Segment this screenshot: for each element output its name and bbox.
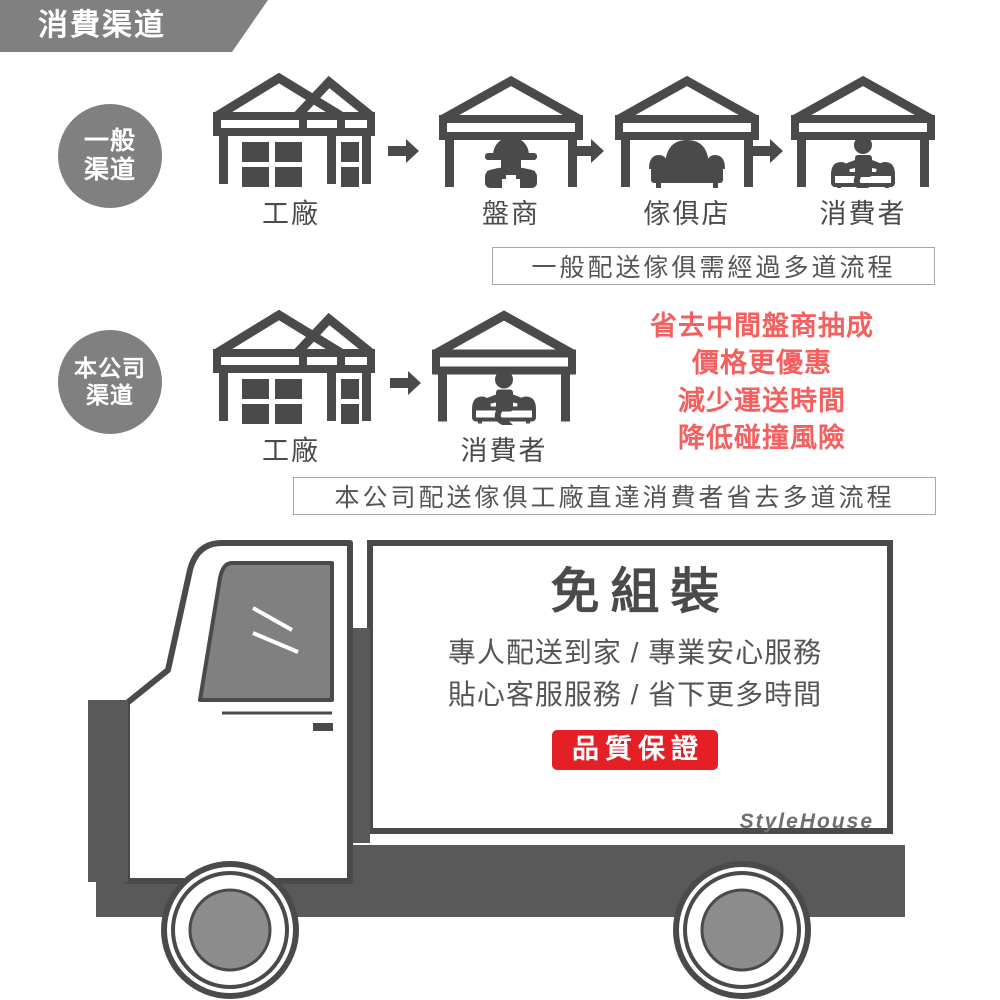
- consumer-icon: [791, 75, 935, 188]
- caption-text-ours: 本公司配送傢俱工廠直達消費者省去多道流程: [334, 484, 895, 512]
- factory-icon: [213, 72, 375, 187]
- arrow-right-icon: [390, 371, 421, 395]
- caption-box-general: 一般配送傢俱需經過多道流程: [492, 247, 935, 285]
- truck-cargo-box: [367, 540, 893, 834]
- panel-service-line-2: 貼心客服服務 / 省下更多時間: [447, 678, 823, 710]
- window-highlight-line-2: [252, 631, 299, 654]
- brand-logo-text: StyleHouse: [739, 810, 874, 833]
- flow-node-wholesaler: 盤商: [437, 75, 585, 231]
- caption-text-general: 一般配送傢俱需經過多道流程: [531, 254, 896, 282]
- truck-front-bumper: [88, 700, 128, 882]
- flow-node-label-consumer-2: 消費者: [460, 436, 548, 466]
- channel-badge-ours: 本公司 渠道: [58, 330, 162, 434]
- truck-door-handle: [313, 723, 333, 731]
- quality-guarantee-badge: 品質保證: [552, 729, 718, 771]
- truck-window: [198, 561, 334, 702]
- channel-badge-ours-line1: 本公司: [74, 354, 146, 381]
- channel-badge-ours-line2: 渠道: [86, 382, 134, 408]
- channel-badge-general-line2: 渠道: [83, 156, 136, 184]
- flow-node-consumer-2: 消費者: [430, 307, 578, 468]
- section-banner: 消費渠道: [0, 0, 268, 52]
- consumer-icon: [432, 310, 576, 425]
- arrow-right-icon-3: [752, 138, 784, 169]
- flow-node-furniture-store: 傢俱店: [613, 75, 761, 231]
- truck-panel-content: 免組裝 專人配送到家 / 專業安心服務 貼心客服服務 / 省下更多時間 品質保證…: [390, 565, 880, 833]
- furniture-store-icon: [615, 75, 759, 188]
- flow-node-label-factory-2: 工廠: [262, 436, 320, 466]
- truck-front-wheel: [161, 861, 299, 999]
- window-highlight-line-1: [252, 606, 293, 632]
- truck-skirt-gap: [96, 836, 905, 845]
- channel-badge-general-line1: 一般: [83, 126, 136, 155]
- flow-node-label-furniture-store: 傢俱店: [643, 199, 731, 229]
- benefit-item-4: 降低碰撞風險: [678, 422, 846, 453]
- flow-node-label-wholesaler: 盤商: [482, 199, 540, 229]
- flow-node-factory-1: 工廠: [205, 70, 377, 231]
- panel-service-lines: 專人配送到家 / 專業安心服務 貼心客服服務 / 省下更多時間: [390, 632, 880, 716]
- benefit-item-1: 省去中間盤商抽成: [650, 311, 874, 341]
- panel-title: 免組裝: [550, 565, 731, 619]
- benefit-item-2: 價格更優惠: [692, 348, 832, 379]
- arrow-right-icon-4: [390, 370, 422, 401]
- wholesaler-icon: [439, 75, 583, 188]
- flow-node-factory-2: 工廠: [205, 307, 377, 468]
- arrow-right-icon-1: [388, 138, 420, 169]
- factory-icon: [213, 309, 375, 424]
- panel-service-line-1: 專人配送到家 / 專業安心服務: [447, 636, 823, 668]
- flow-node-label-factory-1: 工廠: [262, 199, 320, 229]
- channel-badge-general: 一般 渠道: [58, 104, 162, 208]
- arrow-right-icon: [752, 139, 783, 163]
- caption-box-ours: 本公司配送傢俱工廠直達消費者省去多道流程: [293, 477, 936, 515]
- flow-node-label-consumer-1: 消費者: [819, 199, 907, 229]
- benefits-list: 省去中間盤商抽成 價格更優惠 減少運送時間 降低碰撞風險: [612, 308, 912, 457]
- arrow-right-icon: [573, 139, 604, 163]
- banner-title: 消費渠道: [38, 9, 166, 42]
- arrow-right-icon: [388, 139, 419, 163]
- truck-rear-wheel: [673, 861, 811, 999]
- benefit-item-3: 減少運送時間: [678, 385, 846, 416]
- flow-node-consumer-1: 消費者: [789, 75, 937, 231]
- delivery-truck-illustration: [88, 540, 905, 999]
- arrow-right-icon-2: [573, 138, 605, 169]
